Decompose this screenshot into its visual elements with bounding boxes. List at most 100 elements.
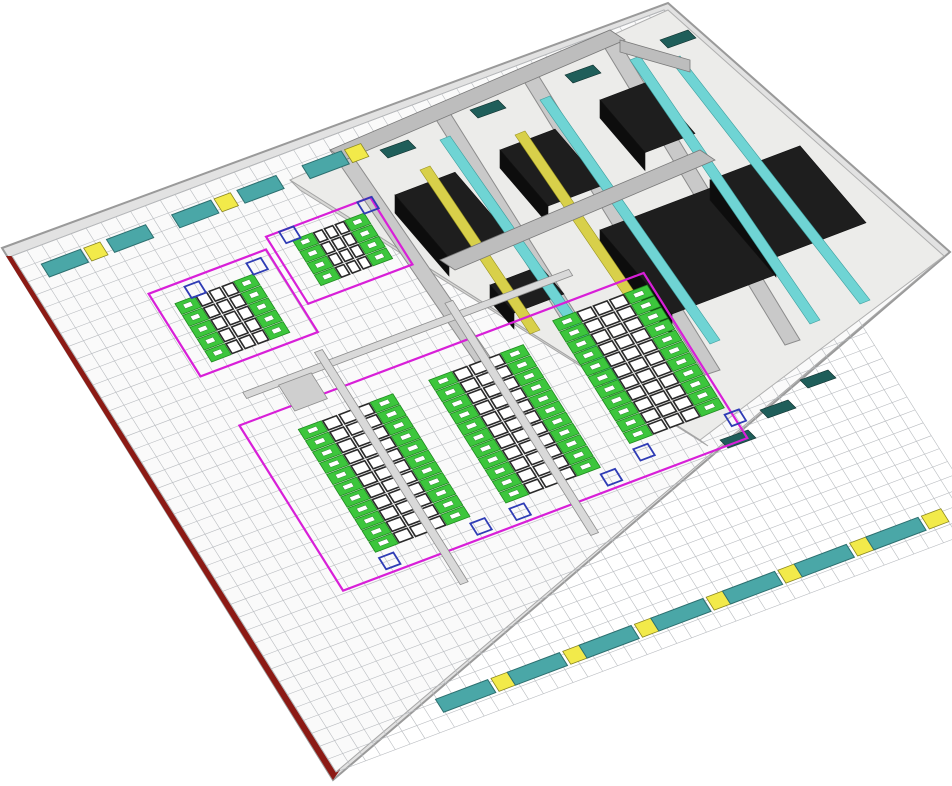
rack-slot xyxy=(337,247,355,263)
rack-slot xyxy=(371,493,393,510)
crac-unit xyxy=(301,150,351,180)
rack-label-plate xyxy=(632,290,645,299)
overhead-ducts xyxy=(329,29,716,271)
rack-label-plate xyxy=(500,478,513,487)
rack-label-plate xyxy=(341,482,355,491)
rack-slot xyxy=(342,448,365,465)
rack-slot xyxy=(222,310,242,326)
rack-label-plate xyxy=(373,252,385,261)
rack-label-plate xyxy=(508,349,522,358)
rack-slot xyxy=(618,373,641,390)
rack-label-plate xyxy=(696,391,709,400)
zone-outline xyxy=(146,248,320,378)
rack-slot xyxy=(665,383,687,401)
rack-slot xyxy=(312,228,330,244)
rack-slot xyxy=(328,425,351,443)
perforated-tile xyxy=(508,502,533,522)
rack-label-plate xyxy=(660,335,674,344)
perforated-tile xyxy=(377,551,402,571)
perforated-tile xyxy=(468,516,494,536)
cable-tray xyxy=(444,299,600,536)
rack-label-plate xyxy=(444,388,457,397)
rack-slot xyxy=(611,362,634,379)
zone-outline xyxy=(264,196,415,306)
rack-label-plate xyxy=(703,402,716,411)
rack-label-plate xyxy=(366,241,378,249)
crac-unit xyxy=(105,224,155,254)
cable-trays xyxy=(242,268,600,586)
crac-unit xyxy=(578,624,640,659)
rack-slot xyxy=(657,372,680,389)
rack-label-plate xyxy=(603,384,616,393)
rack-slot xyxy=(615,304,638,322)
cable-tray xyxy=(313,349,469,586)
rack-label-plate xyxy=(610,396,623,405)
rack-slot xyxy=(608,293,631,311)
crac-unit xyxy=(236,174,285,204)
rack-slot xyxy=(363,482,386,499)
crac-label-box xyxy=(343,143,370,164)
rack-slot xyxy=(597,339,619,357)
grid-line xyxy=(327,523,952,760)
hall-vent-unit xyxy=(379,139,417,159)
hall-vent-unit xyxy=(659,29,697,49)
rack-slot xyxy=(604,351,627,368)
perforated-tile xyxy=(245,256,270,276)
ups-cabinet-side xyxy=(394,194,450,277)
server-zone xyxy=(264,195,415,306)
rack-label-plate xyxy=(299,237,311,246)
rack-label-plate xyxy=(522,372,536,381)
rack-slot xyxy=(335,437,358,454)
rack-label-plate xyxy=(427,477,441,486)
rack-slot xyxy=(672,395,694,412)
rack-slot xyxy=(215,298,235,315)
grid-line xyxy=(271,422,924,670)
rack-label-plate xyxy=(313,437,327,446)
crac-unit xyxy=(434,679,497,713)
rack-slot xyxy=(632,396,655,413)
perforated-tile xyxy=(277,225,302,245)
rack-slot xyxy=(650,361,673,378)
rack-label-plate xyxy=(653,323,667,332)
rack-label-plate xyxy=(579,462,592,471)
rack-slot xyxy=(319,240,337,255)
rack-label-plate xyxy=(493,466,506,475)
rack-slot xyxy=(627,356,650,373)
rack-label-plate xyxy=(689,380,702,389)
grid-line xyxy=(311,491,952,734)
rack-slot xyxy=(625,384,648,402)
ups-cabinet-side xyxy=(599,99,646,172)
rack-slot xyxy=(392,527,415,544)
rack-label-plate xyxy=(465,421,478,430)
cable-tray-cyan xyxy=(629,55,821,325)
rack-slot xyxy=(323,224,340,240)
rack-label-plate xyxy=(589,362,602,371)
rack-slot xyxy=(459,376,481,394)
rack-slot xyxy=(237,333,257,350)
rack-slot xyxy=(655,401,678,418)
rack-label-plate xyxy=(565,439,578,448)
rack-label-plate xyxy=(377,538,390,547)
rack-slot xyxy=(522,478,545,495)
rack-slot xyxy=(643,349,666,367)
grid-line xyxy=(287,448,940,695)
grid-line xyxy=(295,461,948,708)
rack-label-plate xyxy=(327,459,341,468)
overhead-duct xyxy=(619,39,691,73)
rack-label-plate xyxy=(392,421,405,430)
rack-label-plate xyxy=(551,417,564,426)
rack-slot xyxy=(378,504,400,522)
rack-label-plate xyxy=(536,394,550,403)
perimeter-crac-units xyxy=(40,143,950,713)
rack-slot xyxy=(590,328,612,345)
rack-slot xyxy=(473,399,496,416)
rack-slot xyxy=(349,459,372,477)
rack-label-plate xyxy=(572,451,585,460)
rack-slot xyxy=(228,293,248,310)
crac-unit xyxy=(170,199,220,229)
hall-vent-unit xyxy=(759,399,797,419)
perforated-tile xyxy=(723,408,748,428)
rack-slot xyxy=(451,365,474,382)
outer-wall-face xyxy=(6,256,340,780)
rack-label-plate xyxy=(370,527,383,536)
